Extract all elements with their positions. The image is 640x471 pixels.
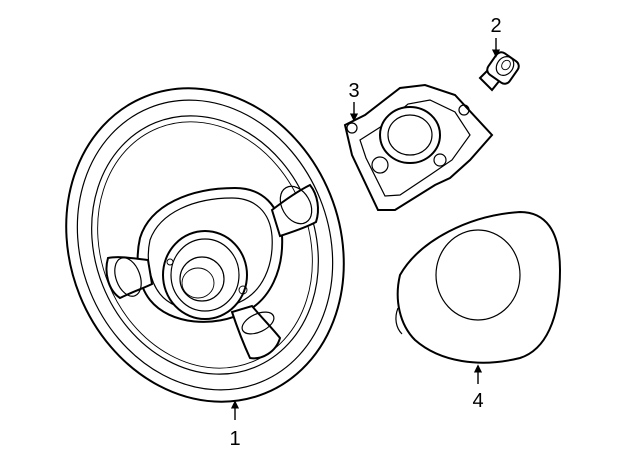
- steering-wheel[interactable]: [20, 46, 390, 444]
- callout-4-label: 4: [472, 390, 483, 412]
- bracket[interactable]: [343, 83, 494, 211]
- air-bag-module[interactable]: [395, 210, 562, 364]
- callout-2-label: 2: [490, 15, 501, 37]
- callout-3-label: 3: [348, 80, 359, 102]
- callout-1-label: 1: [229, 428, 240, 450]
- bolt[interactable]: [478, 50, 521, 92]
